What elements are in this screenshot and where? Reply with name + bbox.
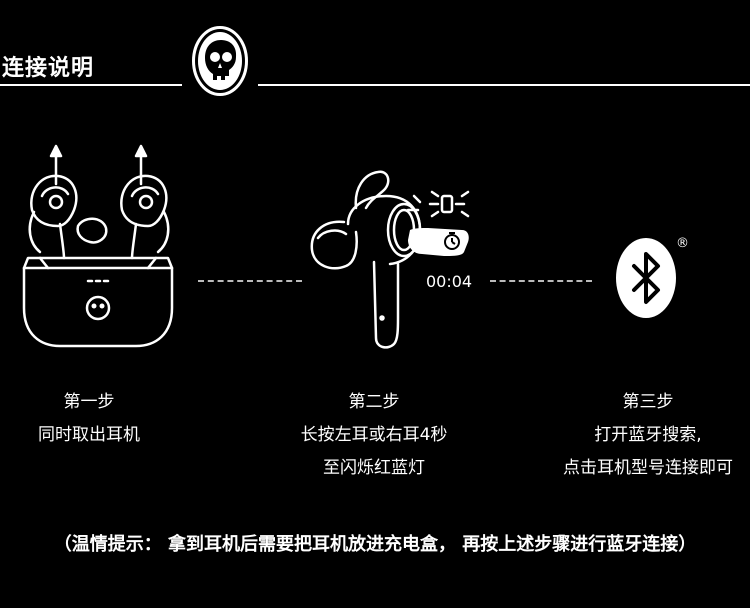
earbud-press-hold-icon — [310, 170, 470, 349]
step-connector-dash — [490, 280, 592, 282]
earbuds-charging-case-icon — [22, 144, 174, 348]
step-1-title: 第一步 — [63, 392, 115, 412]
step-connector-dash — [198, 280, 302, 282]
bluetooth-icon — [616, 238, 676, 318]
step-3-description-line-1: 打开蓝牙搜索, — [594, 425, 702, 445]
step-1-description: 同时取出耳机 — [38, 425, 140, 445]
tip-note: （温情提示： 拿到耳机后需要把耳机放进充电盒， 再按上述步骤进行蓝牙连接） — [53, 534, 697, 555]
press-timer-readout: 00:04 — [426, 272, 473, 291]
page-title: 连接说明 — [2, 56, 95, 81]
step-3-title: 第三步 — [622, 392, 674, 412]
step-2-description-line-1: 长按左耳或右耳4秒 — [300, 425, 448, 445]
registered-mark: ® — [676, 236, 689, 251]
step-2-description-line-2: 至闪烁红蓝灯 — [323, 458, 425, 478]
step-3-description-line-2: 点击耳机型号连接即可 — [563, 458, 733, 478]
skullcandy-skull-icon — [190, 24, 250, 98]
header-divider-right — [258, 84, 750, 86]
header-divider-left — [0, 84, 182, 86]
step-2-title: 第二步 — [348, 392, 400, 412]
